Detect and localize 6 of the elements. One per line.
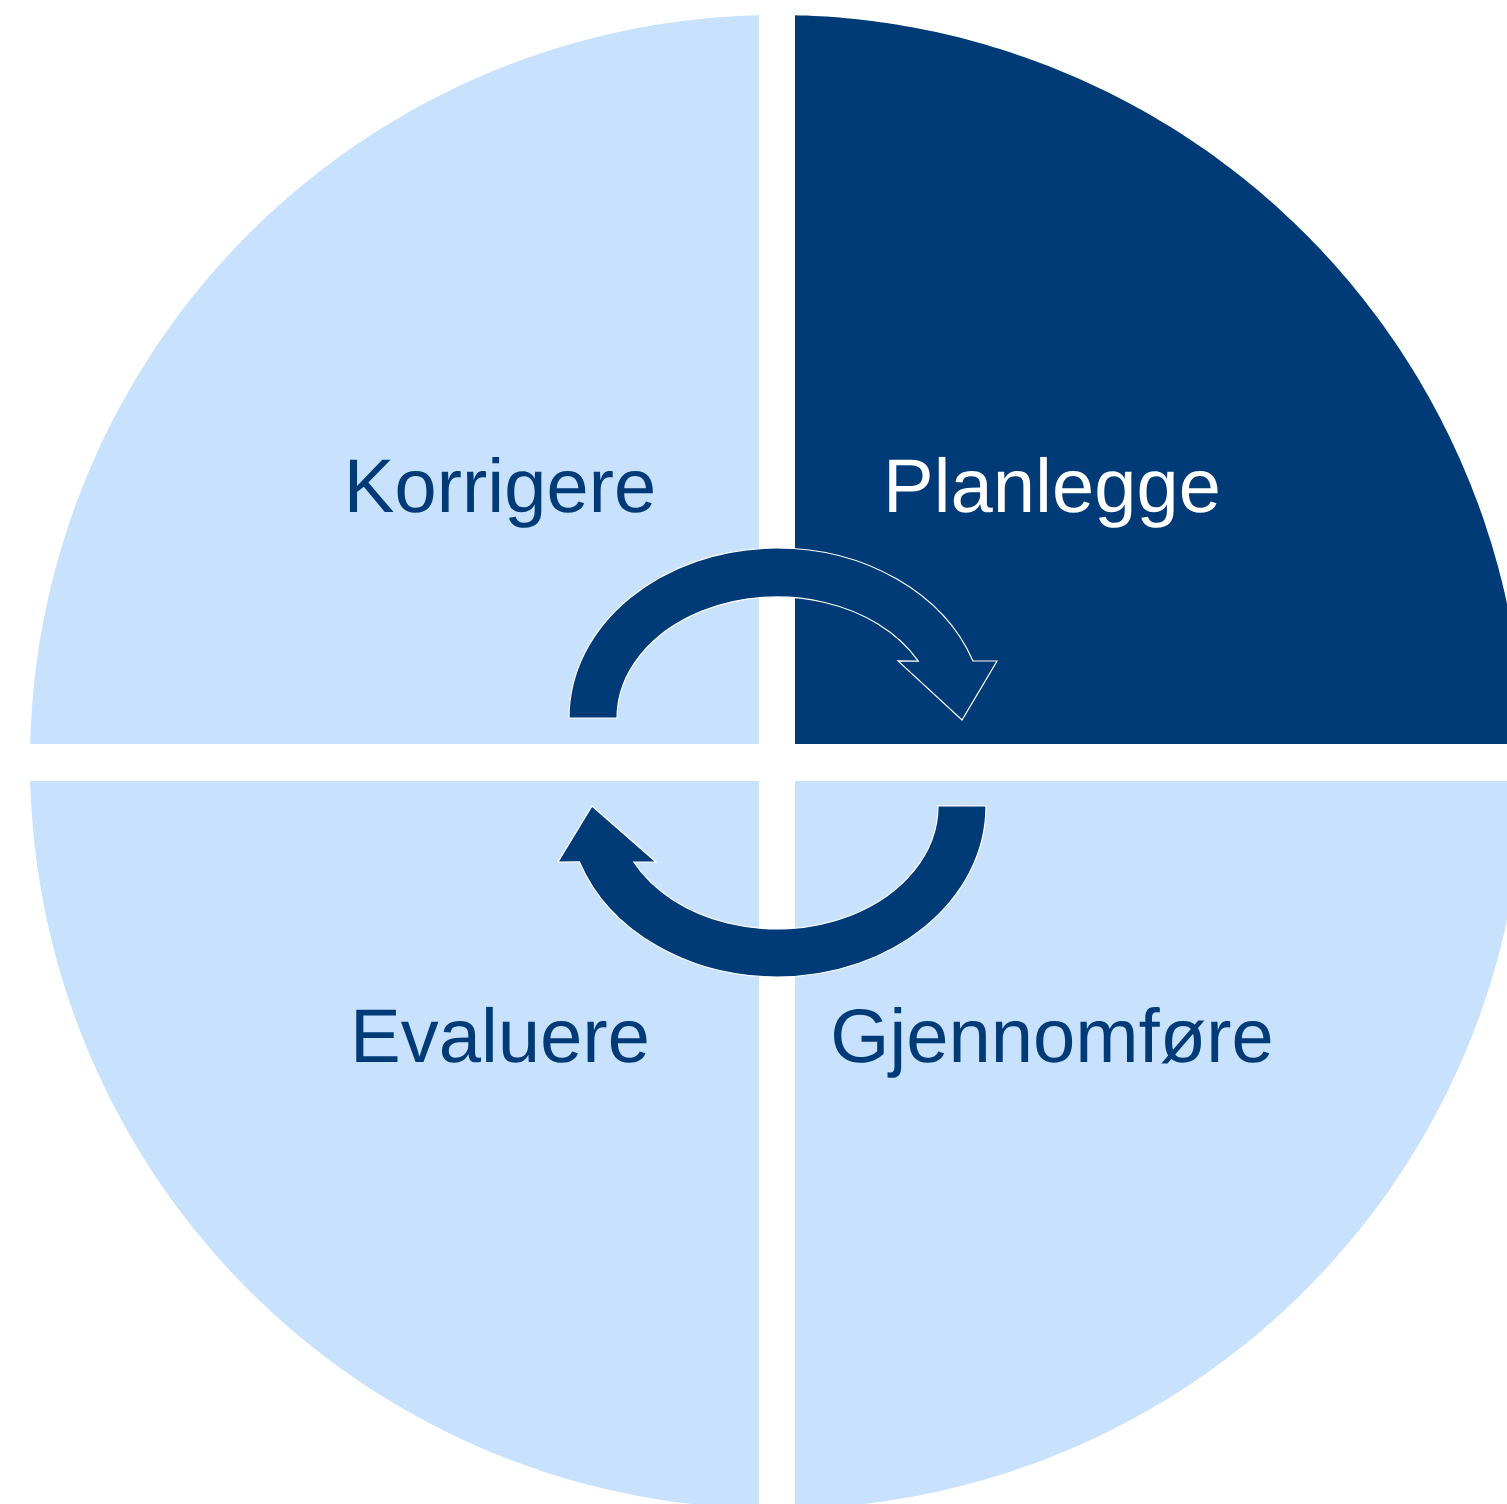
quadrant-sector: Gjennomføre xyxy=(795,781,1507,1504)
quadrant-sector: Planlegge xyxy=(795,15,1507,744)
quadrant-sector: Evaluere xyxy=(30,781,759,1504)
curved-arrow xyxy=(557,805,987,978)
curved-arrow xyxy=(568,547,998,721)
quadrant-sector: Korrigere xyxy=(30,15,759,744)
